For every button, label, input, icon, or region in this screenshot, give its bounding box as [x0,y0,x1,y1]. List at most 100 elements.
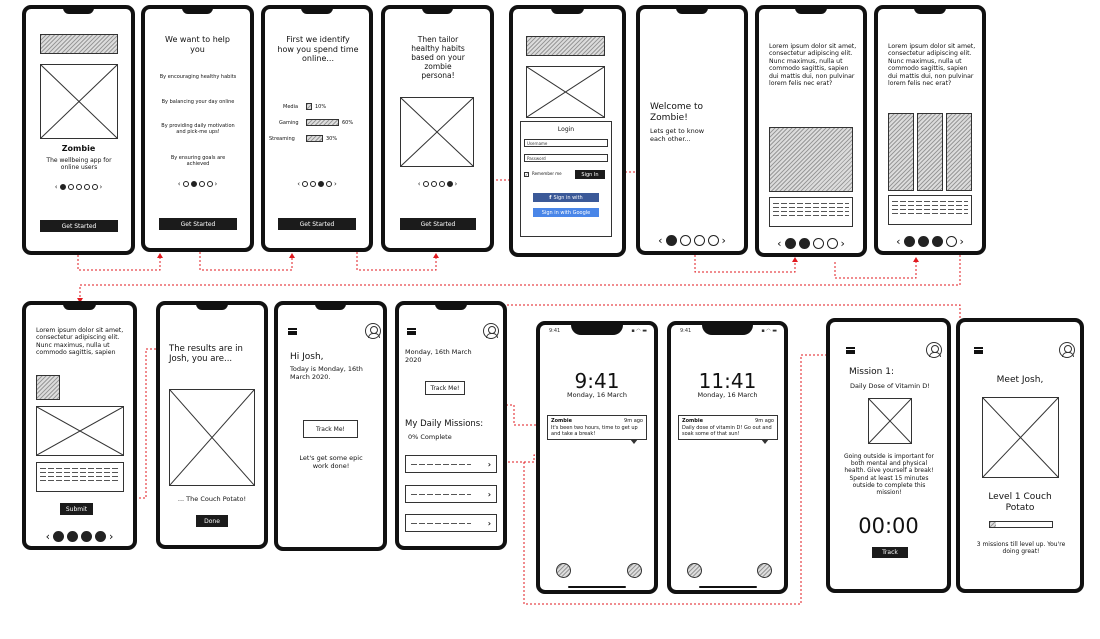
hero-image-placeholder [526,66,605,118]
flow-1-2 [77,255,161,271]
chevron-left-icon[interactable]: ‹ [896,235,901,248]
status-bar-icons: ▪ ◠ ▬ [761,328,777,334]
chevron-right-icon[interactable]: › [109,530,114,543]
get-started-button[interactable]: Get Started [278,218,356,230]
level-note: 3 missions till level up. You're doing g… [976,541,1066,556]
menu-icon[interactable] [288,328,297,335]
level-progress-bar [989,521,1053,528]
username-field[interactable]: Username [524,139,608,147]
get-started-button[interactable]: Get Started [400,218,476,230]
screen-home: Hi Josh, Today is Monday, 16th March 202… [274,301,387,551]
motto-text: Let's get some epic work done! [299,454,363,470]
tailor-heading: Then tailor healthy habits based on your… [411,35,465,80]
screen-splash: Zombie The wellbeing app for online user… [22,5,135,255]
chevron-left-icon[interactable]: ‹ [297,180,300,188]
flow-arrow [433,253,439,258]
mission-image-placeholder [868,398,912,444]
menu-icon[interactable] [974,347,983,354]
answer-image-placeholder [36,406,124,456]
answer-option-1[interactable] [888,113,914,191]
chevron-right-icon[interactable]: › [99,183,103,191]
get-started-button[interactable]: Get Started [40,220,118,232]
screen-lock-notification-2: 9:41 ▪ ◠ ▬ 11:41 Monday, 16 March Zombie… [667,321,788,594]
page-indicator[interactable]: ‹ › [640,234,744,247]
chevron-right-icon[interactable]: › [334,180,337,188]
facebook-sign-in-button[interactable]: f Sign in with [533,193,599,202]
phone-notch [63,305,96,310]
google-sign-in-button[interactable]: Sign in with Google [533,208,599,217]
mission-row[interactable]: › [405,514,497,532]
mission-row[interactable]: › [405,455,497,473]
flashlight-button[interactable] [556,563,571,578]
page-indicator[interactable]: ‹ › [878,235,982,248]
greeting: Hi Josh, [290,352,324,362]
intro-heading: We want to help you [165,35,230,54]
chevron-left-icon[interactable]: ‹ [177,180,181,188]
home-indicator[interactable] [699,586,757,588]
lock-clock: 11:41 [698,369,757,393]
track-me-button[interactable]: Track Me! [303,420,358,438]
menu-icon[interactable] [407,328,416,335]
question-text: Lorem ipsum dolor sit amet, consectetur … [888,43,976,88]
intro-item: By encouraging healthy habits [159,74,237,80]
mission-row[interactable]: › [405,485,497,503]
facebook-icon: f [549,194,552,201]
chevron-left-icon[interactable]: ‹ [54,183,58,191]
track-me-button[interactable]: Track Me! [425,381,465,395]
profile-avatar-icon[interactable] [483,323,499,339]
chevron-right-icon[interactable]: › [214,180,218,188]
profile-avatar-icon[interactable] [926,342,942,358]
menu-icon[interactable] [846,347,855,354]
screen-results: The results are in Josh, you are... ... … [156,301,268,549]
screen-login: Login Username Password ✓ Remember me Si… [509,5,626,257]
answer-option-2[interactable] [917,113,943,191]
chevron-right-icon[interactable]: › [840,237,845,250]
answer-thumbnail-placeholder [36,375,60,400]
logo-banner-placeholder [526,36,605,56]
chevron-right-icon[interactable]: › [959,235,964,248]
question-text: Lorem ipsum dolor sit amet, consectetur … [769,43,857,88]
answer-text-box [769,197,853,227]
flashlight-button[interactable] [687,563,702,578]
chevron-right-icon: › [487,459,491,469]
lock-date: Monday, 16 March [697,391,758,399]
remember-me-checkbox[interactable]: ✓ [524,172,529,177]
missions-title: My Daily Missions: [405,419,484,429]
profile-avatar-icon[interactable] [365,323,381,339]
flow-6-7 [694,255,796,273]
answer-text-box [36,462,124,492]
answer-image-placeholder [769,127,853,192]
identify-heading: First we identify how you spend time onl… [277,35,359,64]
home-indicator[interactable] [568,586,626,588]
notification-body: Daily dose of vitamin D! Go out and soak… [682,425,772,438]
page-indicator[interactable]: ‹ › [26,530,133,543]
password-field[interactable]: Password [524,154,608,162]
chevron-right-icon[interactable]: › [721,234,726,247]
chevron-left-icon[interactable]: ‹ [45,530,50,543]
screen-intro-help: We want to help you By encouraging healt… [141,5,254,252]
done-button[interactable]: Done [196,515,228,527]
chevron-left-icon[interactable]: ‹ [777,237,782,250]
page-indicator[interactable]: ‹ › [145,180,250,188]
page-indicator[interactable]: ‹ › [759,237,863,250]
submit-button[interactable]: Submit [60,503,93,515]
page-indicator[interactable]: ‹ › [385,180,490,188]
page-indicator[interactable]: ‹ › [26,183,131,191]
results-heading: The results are in Josh, you are... [169,344,243,365]
camera-button[interactable] [627,563,642,578]
get-started-button[interactable]: Get Started [159,218,237,230]
lock-clock: 9:41 [574,369,620,393]
page-indicator[interactable]: ‹ › [265,180,369,188]
screen-question-2: Lorem ipsum dolor sit amet, consectetur … [874,5,986,255]
profile-avatar-icon[interactable] [1059,342,1075,358]
chevron-right-icon[interactable]: › [454,180,458,188]
chevron-left-icon[interactable]: ‹ [658,234,663,247]
sign-in-button[interactable]: Sign In [575,170,605,179]
answer-option-3[interactable] [946,113,972,191]
login-title: Login [557,126,575,133]
chevron-left-icon[interactable]: ‹ [417,180,421,188]
camera-button[interactable] [757,563,772,578]
track-button[interactable]: Track [872,547,908,558]
